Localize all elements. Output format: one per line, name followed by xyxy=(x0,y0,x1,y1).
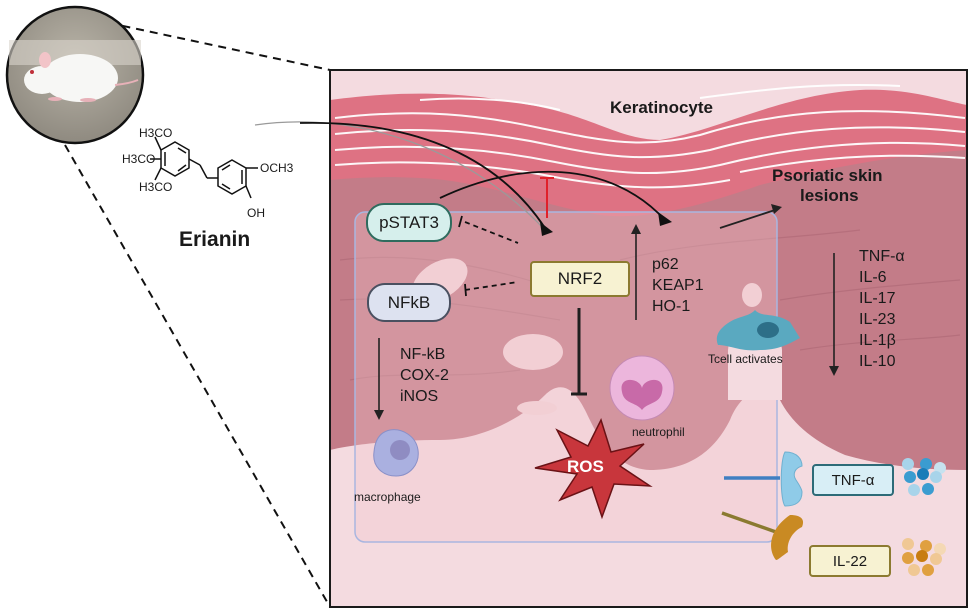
substituent-ring1-top: H3CO xyxy=(139,126,173,140)
il22-box: IL-22 xyxy=(809,545,891,577)
compound-name: Erianin xyxy=(179,228,251,251)
macrophage-label: macrophage xyxy=(354,490,421,504)
nrf2-node: NRF2 xyxy=(530,261,630,297)
cytokine: IL-1β xyxy=(859,332,896,349)
psoriatic-label-line1: Psoriatic skin xyxy=(772,166,883,185)
macrophage-cell xyxy=(373,429,419,477)
cytokine: IL-23 xyxy=(859,311,896,328)
psoriatic-label-line2: lesions xyxy=(800,186,859,205)
il22-box-label: IL-22 xyxy=(832,552,868,570)
il22-receptor-stalk xyxy=(721,511,777,534)
nfkb-target: iNOS xyxy=(400,388,439,405)
tcell-label: Tcell activates xyxy=(708,352,783,366)
cytokine: IL-17 xyxy=(859,290,896,307)
substituent-ring2-right: OCH3 xyxy=(260,161,294,175)
lesion-arrow xyxy=(719,209,776,229)
erianin-path xyxy=(254,121,546,231)
pstat3-node: pSTAT3 xyxy=(366,203,452,242)
erianin-structure xyxy=(150,136,258,199)
nrf2-target: p62 xyxy=(652,256,679,273)
nfkb-target-list: NF-kB COX-2 iNOS xyxy=(400,344,449,407)
panel-border xyxy=(329,69,968,608)
zoom-line-top xyxy=(94,19,331,71)
neutrophil-label: neutrophil xyxy=(632,425,685,439)
cytokine: TNF-α xyxy=(859,248,905,265)
stratum-corneum xyxy=(330,89,967,217)
il22-receptor xyxy=(771,515,804,560)
ros-star xyxy=(534,418,653,520)
mouse-photo xyxy=(5,5,145,145)
nfkb-label: NFkB xyxy=(387,292,431,312)
substituent-ring1-bot: H3CO xyxy=(139,180,173,194)
tcell-shape xyxy=(716,310,800,351)
pstat3-label: pSTAT3 xyxy=(379,212,439,232)
nfkb-target: COX-2 xyxy=(400,367,449,384)
cytokine: IL-6 xyxy=(859,269,887,286)
neutrophil-cell xyxy=(609,355,675,421)
nrf2-target: HO-1 xyxy=(652,298,691,315)
skin-panel xyxy=(330,70,967,607)
curve-arrow xyxy=(439,170,666,221)
substituent-ring2-bottom: OH xyxy=(247,206,265,220)
zoom-line-bottom xyxy=(64,144,331,608)
il22-particles xyxy=(902,538,946,576)
nrf2-label: NRF2 xyxy=(557,269,603,288)
nfkb-target: NF-kB xyxy=(400,346,446,363)
nrf2-target-list: p62 KEAP1 HO-1 xyxy=(652,254,704,317)
keratinocyte-label: Keratinocyte xyxy=(610,98,713,117)
nrf2-inhibits-pstat3 xyxy=(464,221,519,244)
nrf2-target: KEAP1 xyxy=(652,277,704,294)
substituent-ring1-mid: H3CO xyxy=(122,152,156,166)
cytokine: IL-10 xyxy=(859,353,896,370)
tnf-alpha-box: TNF-α xyxy=(812,464,894,496)
tnf-particles xyxy=(902,458,946,496)
nfkb-node: NFkB xyxy=(367,283,451,322)
ros-label: ROS xyxy=(567,457,604,476)
tnf-alpha-box-label: TNF-α xyxy=(831,471,875,489)
cytokine-list: TNF-α IL-6 IL-17 IL-23 IL-1β IL-10 xyxy=(859,246,905,372)
epidermis xyxy=(330,145,967,470)
tnf-receptor xyxy=(780,451,803,507)
